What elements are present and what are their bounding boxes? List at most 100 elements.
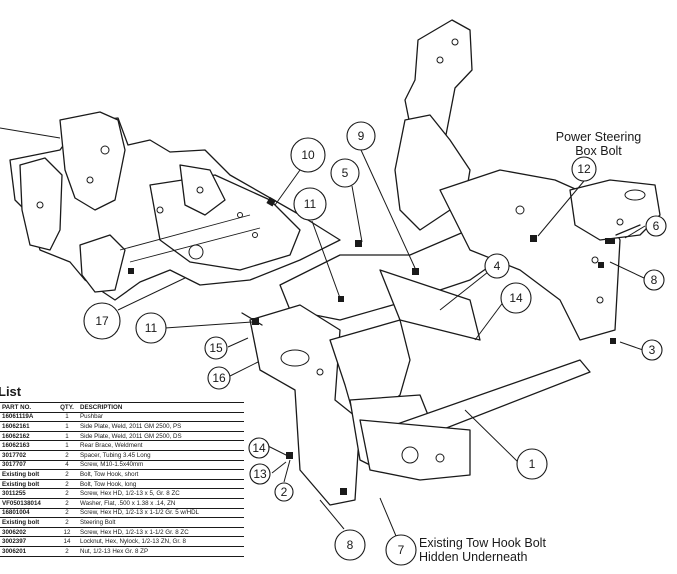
description-cell: Locknut, Hex, Nylock, 1/2-13 ZN, Gr. 8 [78,536,244,547]
callout-3: 3 [641,339,663,361]
part-number-cell: 3011255 [0,488,56,499]
callout-10: 10 [290,137,326,173]
tow-hook-note-line2: Hidden Underneath [419,550,528,564]
quantity-cell: 1 [56,440,78,451]
side-plate-ps [249,304,361,506]
description-cell: Screw, Hex HD, 1/2-13 x 1-1/2 Gr. 8 ZC [78,527,244,538]
part-number-cell: 3002397 [0,536,56,547]
quantity-cell: 2 [56,488,78,499]
tow-hook-note-line1: Existing Tow Hook Bolt [419,536,546,550]
quantity-cell: 2 [56,546,78,557]
callout-16: 16 [207,366,231,390]
part-number-cell: 3006202 [0,527,56,538]
quantity-cell: 2 [56,469,78,480]
svg-text:7: 7 [398,543,405,557]
quantity-cell: 2 [56,450,78,461]
svg-text:11: 11 [145,321,158,335]
description-cell: Rear Brace, Weldment [78,440,244,451]
power-steering-note-line1: Power Steering [555,130,642,144]
vehicle-frame [0,111,341,301]
description-cell: Pushbar [78,412,244,423]
part-number-cell: Existing bolt [0,469,56,480]
callout-11-top: 11 [293,187,327,221]
parts-list-title: List [0,386,22,398]
callout-2: 2 [274,482,294,502]
callout-9: 9 [346,121,376,151]
quantity-cell: 2 [56,479,78,490]
quantity-cell: 2 [56,508,78,519]
parts-list: List PART NO. QTY. DESCRIPTION 16061119A… [0,386,244,557]
quantity-cell: 2 [56,517,78,528]
svg-text:5: 5 [342,166,349,180]
description-cell: Steering Bolt [78,517,244,528]
svg-text:12: 12 [577,162,591,176]
svg-text:10: 10 [301,148,315,162]
part-number-cell: 3017707 [0,460,56,471]
callout-7: 7 [385,534,417,566]
header-part-no: PART NO. [0,402,56,413]
svg-text:15: 15 [209,341,223,355]
power-steering-note: Power Steering Box Bolt [536,130,661,158]
part-number-cell: VF050138014 [0,498,56,509]
svg-text:14: 14 [252,441,266,455]
callout-15: 15 [204,336,228,360]
callout-11-left: 11 [135,312,167,344]
callout-13: 13 [249,463,271,485]
quantity-cell: 4 [56,460,78,471]
quantity-cell: 1 [56,431,78,442]
part-number-cell: 3017702 [0,450,56,461]
svg-text:17: 17 [95,314,109,328]
callout-17: 17 [83,302,121,340]
description-cell: Screw, M10-1.5x40mm [78,460,244,471]
svg-text:8: 8 [651,273,658,287]
svg-text:1: 1 [529,457,536,471]
part-number-cell: Existing bolt [0,517,56,528]
callout-6: 6 [645,215,667,237]
power-steering-note-line2: Box Bolt [575,144,622,158]
svg-text:4: 4 [494,259,501,273]
leader-lines [117,149,646,537]
description-cell: Nut, 1/2-13 Hex Gr. 8 ZP [78,546,244,557]
part-number-cell: 16062161 [0,421,56,432]
description-cell: Side Plate, Weld, 2011 GM 2500, PS [78,421,244,432]
quantity-cell: 2 [56,498,78,509]
svg-text:9: 9 [358,129,365,143]
quantity-cell: 1 [56,421,78,432]
part-number-cell: 3006201 [0,546,56,557]
svg-text:3: 3 [649,343,656,357]
callout-14-left: 14 [248,437,270,459]
description-cell: Washer, Flat, .500 x 1.38 x .14, ZN [78,498,244,509]
svg-text:6: 6 [653,219,660,233]
callout-1: 1 [516,448,548,480]
quantity-cell: 1 [56,412,78,423]
rear-brace [279,169,621,341]
description-cell: Screw, Hex HD, 1/2-13 x 1-1/2 Gr. 5 w/HD… [78,508,244,519]
callout-8-bottom: 8 [334,529,366,561]
bolts [128,196,641,495]
callout-5: 5 [330,158,360,188]
quantity-cell: 12 [56,527,78,538]
header-qty: QTY. [56,402,78,413]
svg-text:8: 8 [347,538,354,552]
header-description: DESCRIPTION [78,402,244,413]
description-cell: Spacer, Tubing 3.45 Long [78,450,244,461]
pushbar [359,359,591,481]
part-number-cell: 16801004 [0,508,56,519]
callout-12: 12 [571,156,597,182]
